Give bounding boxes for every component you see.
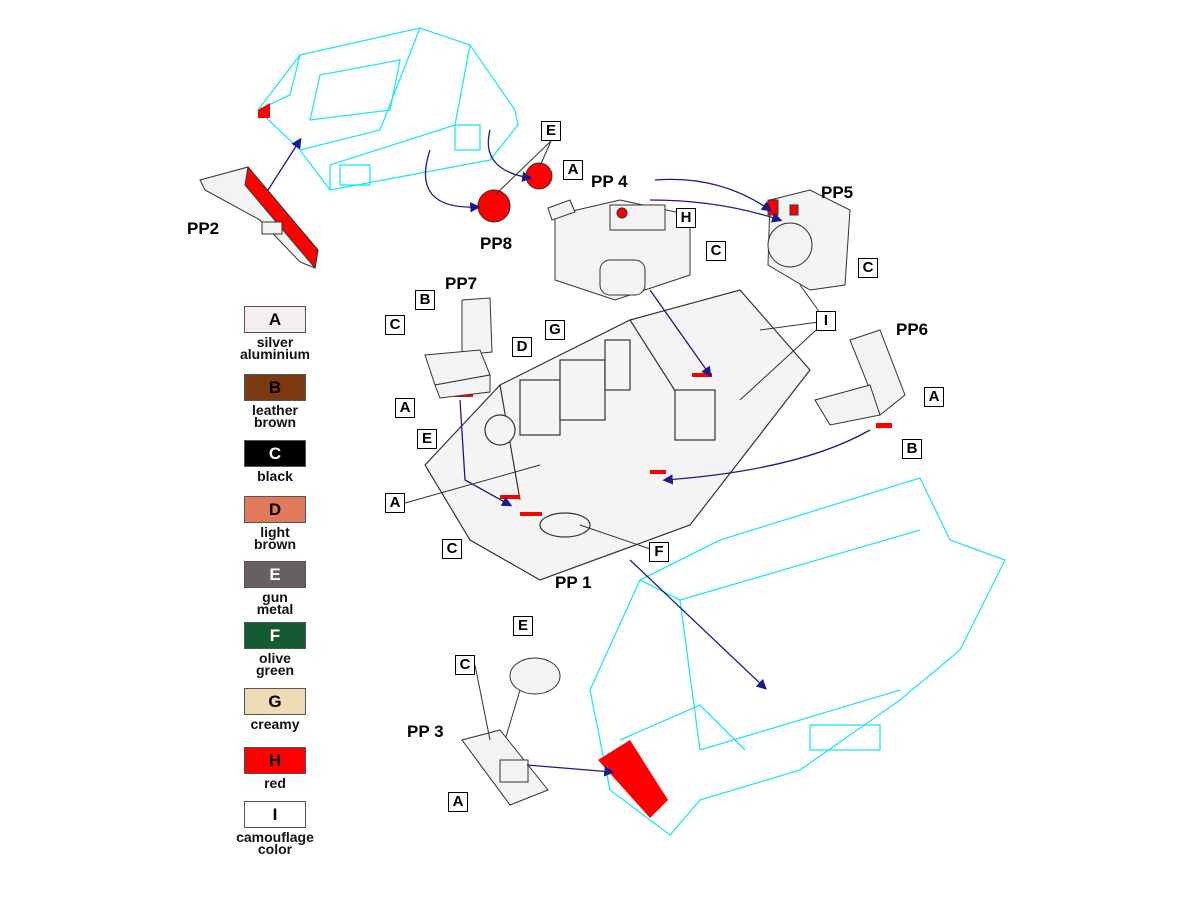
callout-pp1-i: I [816, 311, 836, 331]
part-label-pp7: PP7 [445, 274, 478, 293]
callout-pp7-b: B [415, 290, 435, 310]
legend-name-2: metal [256, 601, 294, 617]
legend-swatch: G [244, 688, 306, 715]
legend-swatch: A [244, 306, 306, 333]
callout-pp1-f: F [649, 542, 669, 562]
callout-pp3-a: A [448, 792, 468, 812]
callout-pp6-a: A [924, 387, 944, 407]
legend-name: camouflage [236, 829, 314, 845]
pp6-seat [814, 329, 906, 426]
leader-lines [404, 140, 827, 741]
legend-name: silver [256, 334, 294, 350]
callout-pp4-a: A [563, 160, 583, 180]
callout-pp4-c: C [706, 241, 726, 261]
legend-swatch: F [244, 622, 306, 649]
part-label-pp1: PP 1 [555, 573, 592, 592]
part-label-pp2: PP2 [187, 219, 220, 238]
pp4-engine [547, 199, 691, 301]
legend-name-2: brown [254, 536, 296, 552]
legend-swatch: C [244, 440, 306, 467]
pp3-steering [461, 657, 561, 806]
callout-pp4-h: H [676, 208, 696, 228]
callout-pp3-e: E [513, 616, 533, 636]
red-patch [258, 103, 270, 118]
callout-pp7-a: A [395, 398, 415, 418]
legend-name-2: brown [254, 414, 296, 430]
callout-pp5-c: C [858, 258, 878, 278]
part-label-pp5: PP5 [821, 183, 854, 202]
legend-name: light [260, 524, 290, 540]
legend-swatch: B [244, 374, 306, 401]
part-label-pp4: PP 4 [591, 172, 628, 191]
assembly-arrows [267, 129, 871, 777]
pp8-red-disc [477, 189, 511, 223]
callout-pp1-a: A [385, 493, 405, 513]
upper-hull-drawing [257, 27, 519, 191]
legend-swatch: H [244, 747, 306, 774]
callout-pp6-b: B [902, 439, 922, 459]
legend-name-2: color [257, 841, 293, 857]
pp2-part [199, 165, 319, 270]
lower-hull-drawing [589, 477, 1006, 836]
callout-pp7-c: C [385, 315, 405, 335]
part-label-pp8: PP8 [480, 234, 513, 253]
legend-name: gun [262, 589, 288, 605]
legend-name-2: aluminium [239, 346, 310, 362]
pp8-red-disc-2 [525, 162, 553, 190]
legend-swatch: I [244, 801, 306, 828]
legend-name: creamy [250, 716, 300, 732]
callout-pp8-e: E [541, 121, 561, 141]
legend-name-2: green [255, 662, 295, 678]
legend-name: olive [259, 650, 291, 666]
callout-pp1-e: E [417, 429, 437, 449]
callout-pp1-d: D [512, 337, 532, 357]
pp1-interior [424, 289, 811, 581]
legend-name: black [257, 468, 293, 484]
pp7-seat [424, 297, 493, 399]
part-label-pp3: PP 3 [407, 722, 444, 741]
legend-name: red [264, 775, 286, 791]
legend-swatch: E [244, 561, 306, 588]
pp5-radiator [767, 189, 851, 291]
callout-pp3-c: C [455, 655, 475, 675]
part-label-pp6: PP6 [896, 320, 929, 339]
callout-pp1-g: G [545, 320, 565, 340]
legend-name: leather [252, 402, 298, 418]
callout-pp1-c: C [442, 539, 462, 559]
legend-swatch: D [244, 496, 306, 523]
red-floor-panel [598, 740, 668, 818]
